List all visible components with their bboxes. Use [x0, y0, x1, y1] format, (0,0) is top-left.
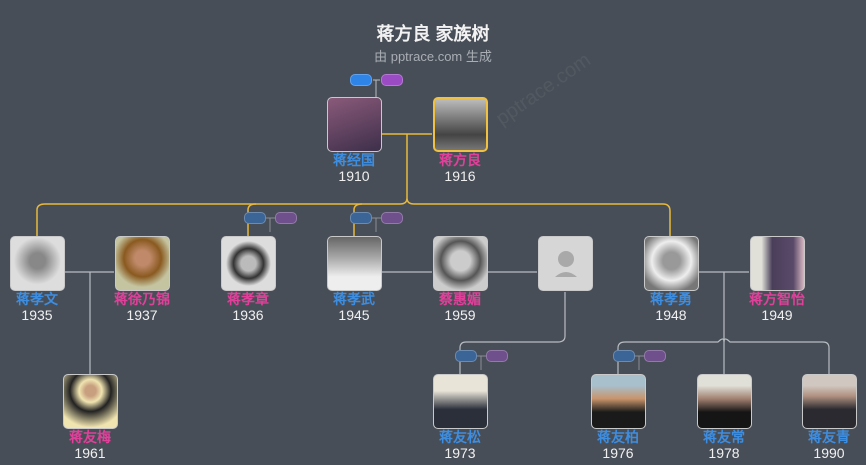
person-node[interactable]: 蒋徐乃锦 1937	[102, 236, 182, 323]
female-filter-pill[interactable]	[381, 74, 403, 86]
person-name: 蒋友青	[808, 429, 850, 445]
portrait-photo	[326, 236, 382, 291]
person-name: 蒋孝勇	[650, 291, 692, 307]
birth-year: 1937	[126, 307, 158, 323]
couple-photo	[432, 97, 488, 152]
birth-year: 1990	[813, 445, 845, 461]
person-node[interactable]: 蒋孝文 1935	[0, 236, 77, 323]
person-node[interactable]: 蒋孝勇 1948	[631, 236, 711, 323]
male-filter-pill[interactable]	[350, 74, 372, 86]
birth-year: 1916	[444, 168, 476, 184]
portrait-photo	[432, 374, 488, 429]
person-name: 蒋方良	[439, 152, 481, 168]
page-subtitle: 由 pptrace.com 生成	[374, 49, 492, 64]
person-name: 蒋孝文	[16, 291, 58, 307]
person-name: 蒋友柏	[597, 429, 639, 445]
portrait-photo	[432, 236, 488, 291]
portrait-photo	[62, 374, 118, 429]
person-node[interactable]: 蒋友梅 1961	[50, 374, 130, 461]
person-name: 蔡惠媚	[439, 291, 481, 307]
person-node[interactable]: 蒋孝章 1936	[208, 236, 288, 323]
male-filter-pill[interactable]	[613, 350, 635, 362]
birth-year: 1961	[74, 445, 106, 461]
person-name: 蒋孝武	[333, 291, 375, 307]
female-filter-pill[interactable]	[486, 350, 508, 362]
person-node[interactable]: 蒋友青 1990	[789, 374, 866, 461]
portrait-photo	[9, 236, 65, 291]
female-filter-pill[interactable]	[275, 212, 297, 224]
birth-year: 1945	[338, 307, 370, 323]
birth-year: 1978	[708, 445, 740, 461]
person-name: 蒋方智怡	[749, 291, 805, 307]
placeholder-avatar	[537, 236, 593, 291]
person-silhouette-icon	[554, 251, 577, 277]
birth-year: 1948	[655, 307, 687, 323]
birth-year: 1936	[232, 307, 264, 323]
person-name: 蒋友梅	[69, 429, 111, 445]
person-node-unknown[interactable]	[525, 236, 605, 292]
birth-year: 1959	[444, 307, 476, 323]
person-node[interactable]: 蒋方智怡 1949	[737, 236, 817, 323]
male-filter-pill[interactable]	[244, 212, 266, 224]
person-node[interactable]: 蒋友松 1973	[420, 374, 500, 461]
portrait-photo	[801, 374, 857, 429]
birth-year: 1910	[338, 168, 370, 184]
person-node[interactable]: 蒋友常 1978	[684, 374, 764, 461]
person-name: 蒋经国	[333, 152, 375, 168]
portrait-photo	[220, 236, 276, 291]
portrait-photo	[326, 97, 382, 152]
portrait-photo	[643, 236, 699, 291]
page-title: 蒋方良 家族树	[376, 24, 490, 44]
person-name: 蒋徐乃锦	[114, 291, 170, 307]
male-filter-pill[interactable]	[455, 350, 477, 362]
birth-year: 1976	[602, 445, 634, 461]
female-filter-pill[interactable]	[381, 212, 403, 224]
person-name: 蒋孝章	[227, 291, 269, 307]
person-name: 蒋友松	[439, 429, 481, 445]
person-node[interactable]: 蒋经国 1910	[314, 97, 394, 184]
birth-year: 1949	[761, 307, 793, 323]
birth-year: 1935	[21, 307, 53, 323]
female-filter-pill[interactable]	[644, 350, 666, 362]
male-filter-pill[interactable]	[350, 212, 372, 224]
person-node[interactable]: 蔡惠媚 1959	[420, 236, 500, 323]
portrait-photo	[696, 374, 752, 429]
birth-year: 1973	[444, 445, 476, 461]
portrait-photo	[590, 374, 646, 429]
person-name: 蒋友常	[703, 429, 745, 445]
person-node-selected[interactable]: 蒋方良 1916	[420, 97, 500, 184]
portrait-photo	[749, 236, 805, 291]
portrait-photo	[114, 236, 170, 291]
person-node[interactable]: 蒋友柏 1976	[578, 374, 658, 461]
person-node[interactable]: 蒋孝武 1945	[314, 236, 394, 323]
